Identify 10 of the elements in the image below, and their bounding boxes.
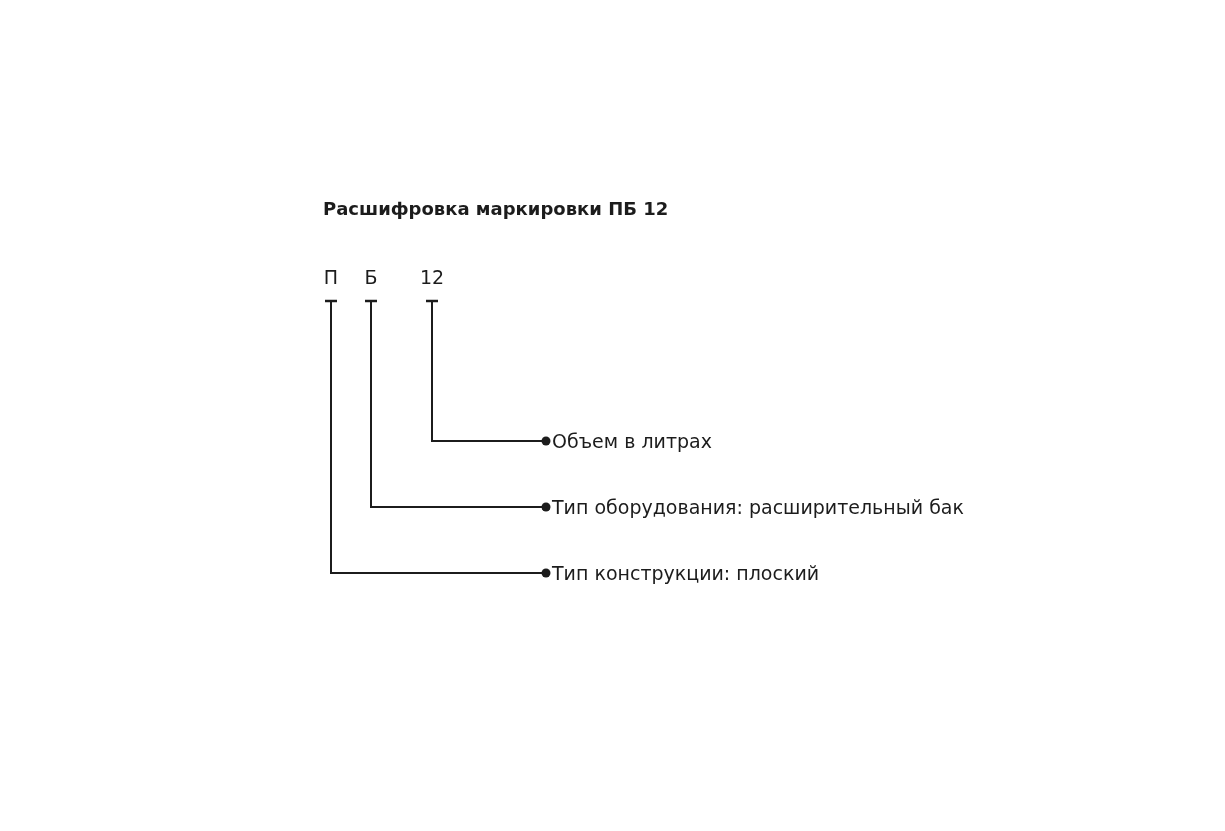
- code-character: 12: [419, 266, 445, 289]
- code-character: П: [323, 266, 339, 289]
- description-label: Тип оборудования: расширительный бак: [552, 495, 964, 519]
- code-character: Б: [364, 266, 378, 289]
- description-label: Объем в литрах: [552, 429, 712, 453]
- leader-line: [424, 299, 551, 446]
- leader-line: [363, 299, 551, 512]
- leader-line: [323, 299, 551, 578]
- description-label: Тип конструкции: плоский: [552, 561, 820, 585]
- diagram-title: Расшифровка маркировки ПБ 12: [323, 198, 669, 219]
